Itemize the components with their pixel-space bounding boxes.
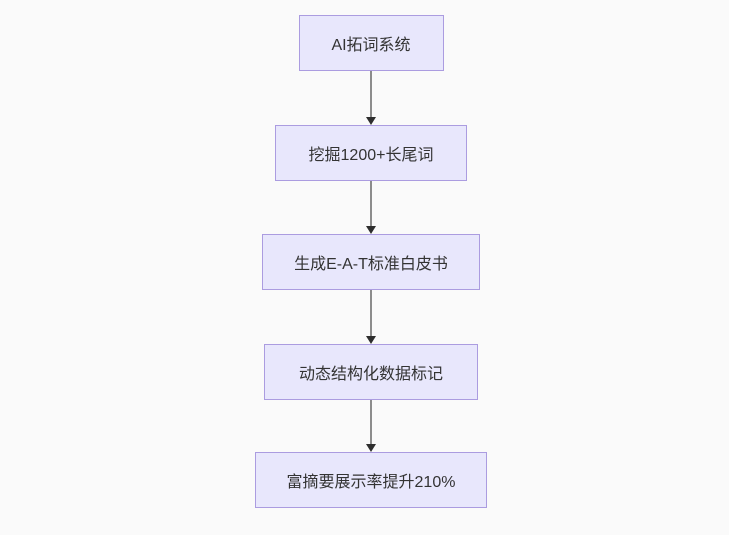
flow-node-structured-data: 动态结构化数据标记	[264, 344, 478, 400]
node-label: AI拓词系统	[331, 37, 411, 54]
edge-line	[370, 181, 372, 226]
flow-edge-4	[366, 400, 376, 452]
edge-line	[370, 290, 372, 336]
edge-line	[370, 71, 372, 117]
arrow-down-icon	[366, 226, 376, 234]
flow-node-longtail-mining: 挖掘1200+长尾词	[275, 125, 467, 181]
arrow-down-icon	[366, 444, 376, 452]
flow-edge-3	[366, 290, 376, 344]
arrow-down-icon	[366, 336, 376, 344]
flow-node-ai-word-system: AI拓词系统	[298, 15, 444, 71]
node-label: 生成E-A-T标准白皮书	[294, 256, 448, 273]
edge-line	[370, 400, 372, 444]
flow-node-eat-whitepaper: 生成E-A-T标准白皮书	[262, 234, 480, 290]
flow-edge-1	[366, 71, 376, 125]
arrow-down-icon	[366, 117, 376, 125]
node-label: 挖掘1200+长尾词	[308, 147, 434, 164]
node-label: 动态结构化数据标记	[298, 366, 443, 383]
flow-edge-2	[366, 181, 376, 234]
flowchart: AI拓词系统 挖掘1200+长尾词 生成E-A-T标准白皮书 动态结构化数据标记…	[255, 15, 487, 508]
flow-node-rich-snippet-result: 富摘要展示率提升210%	[255, 452, 487, 508]
node-label: 富摘要展示率提升210%	[286, 474, 456, 491]
